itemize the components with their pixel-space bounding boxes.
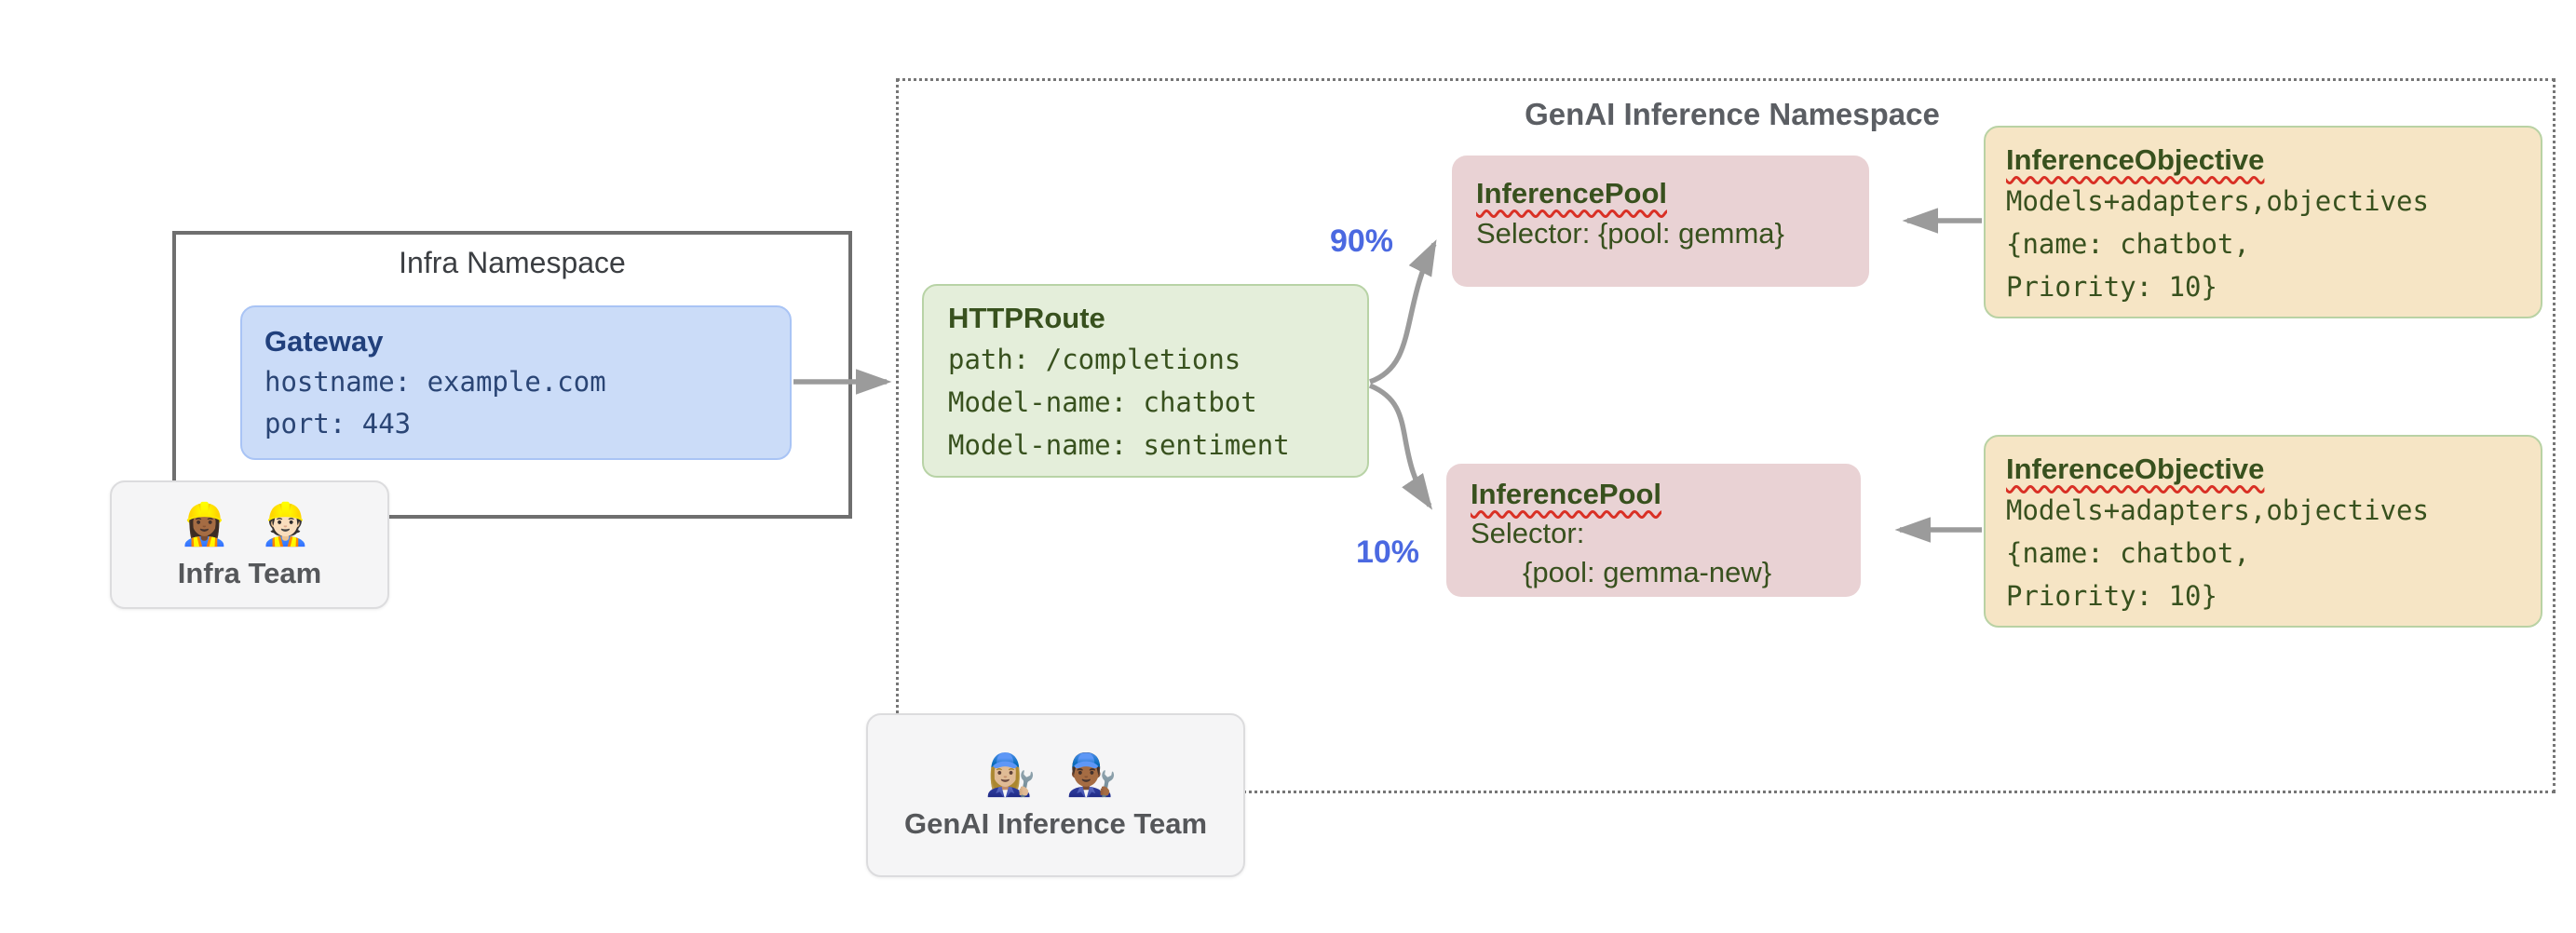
traffic-split-10-label: 10% — [1355, 534, 1420, 570]
traffic-split-90-label: 90% — [1329, 223, 1394, 259]
infra-team-card: 👷🏾‍♀️ 👷🏻 Infra Team — [110, 480, 389, 609]
construction-workers-icon: 👷🏾‍♀️ 👷🏻 — [179, 502, 320, 548]
inference-objective-bottom-title: InferenceObjective — [2006, 453, 2265, 485]
genai-namespace-title: GenAI Inference Namespace — [1525, 97, 1940, 131]
infra-team-label: Infra Team — [177, 557, 322, 589]
httproute-model-chatbot: Model-name: chatbot — [948, 386, 1257, 418]
gateway-hostname: hostname: example.com — [264, 366, 606, 398]
inference-objective-top-priority: Priority: 10} — [2006, 271, 2217, 303]
httproute-model-sentiment: Model-name: sentiment — [948, 429, 1290, 461]
inference-pool-bottom-title: InferencePool — [1471, 478, 1661, 510]
inference-objective-bottom-priority: Priority: 10} — [2006, 580, 2217, 612]
genai-namespace-box — [896, 78, 2556, 793]
inference-pool-top-selector: Selector: {pool: gemma} — [1476, 217, 1784, 250]
inference-objective-top-models: Models+adapters,objectives — [2006, 185, 2429, 217]
httproute-path: path: /completions — [948, 344, 1241, 375]
inference-objective-bottom-models: Models+adapters,objectives — [2006, 494, 2429, 526]
inference-pool-bottom-selector: Selector: — [1471, 517, 1585, 549]
inference-pool-bottom-selector-value: {pool: gemma-new} — [1523, 556, 1772, 588]
inference-objective-bottom-name: {name: chatbot, — [2006, 537, 2250, 569]
inference-objective-top-title: InferenceObjective — [2006, 143, 2265, 176]
inference-objective-top-name: {name: chatbot, — [2006, 228, 2250, 260]
genai-inference-team-card: 👩🏼‍🔧 👨🏾‍🔧 GenAI Inference Team — [866, 713, 1245, 877]
genai-inference-team-label: GenAI Inference Team — [903, 807, 1208, 840]
inference-pool-bottom-box: InferencePool Selector: {pool: gemma-new… — [1446, 464, 1861, 597]
inference-pool-top-title: InferencePool — [1476, 177, 1667, 210]
httproute-box: HTTPRoute path: /completions Model-name:… — [922, 284, 1369, 478]
mechanics-icon: 👩🏼‍🔧 👨🏾‍🔧 — [984, 752, 1127, 798]
inference-objective-bottom-box: InferenceObjective Models+adapters,objec… — [1984, 435, 2542, 628]
infra-namespace-title: Infra Namespace — [399, 246, 626, 279]
gateway-title: Gateway — [264, 325, 384, 358]
httproute-title: HTTPRoute — [948, 302, 1105, 334]
gateway-port: port: 443 — [264, 408, 412, 439]
inference-objective-top-box: InferenceObjective Models+adapters,objec… — [1984, 126, 2542, 318]
gateway-box: Gateway hostname: example.com port: 443 — [240, 305, 792, 460]
inference-pool-top-box: InferencePool Selector: {pool: gemma} — [1452, 156, 1869, 287]
